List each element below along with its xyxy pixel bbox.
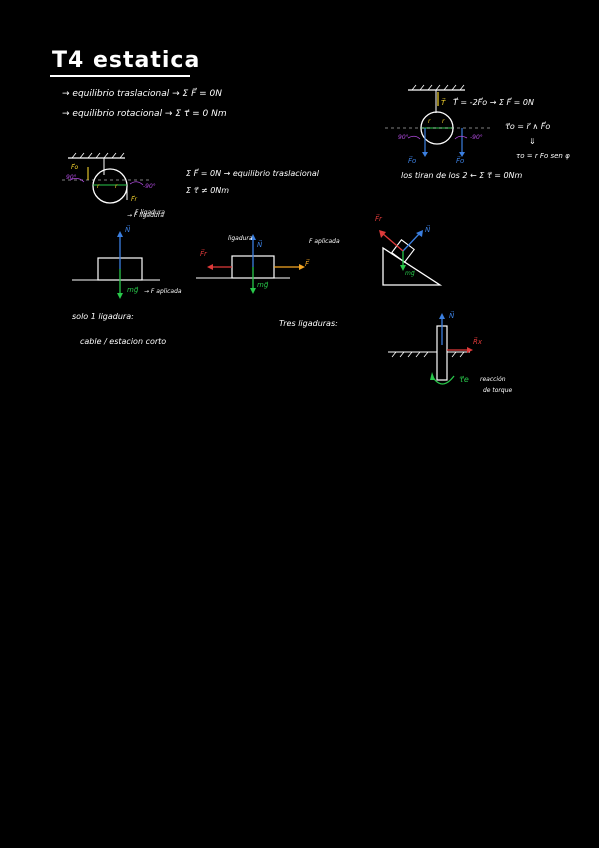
block2-normal: N⃗ [257, 241, 263, 249]
condition-translational: → equilibrio traslacional → Σ F⃗ = 0N [62, 89, 222, 99]
pulley-right-conclusion: los tiran de los 2 ← Σ τ⃗ = 0Nm [401, 171, 523, 180]
wall-rx: R⃗x [473, 338, 483, 346]
pulley-right-torque-mag: τo = r Fo sen φ [516, 152, 570, 160]
page-title: T4 estatica [52, 48, 201, 73]
block2-force: F⃗ [305, 260, 310, 268]
pulley-left-r-left: r [97, 183, 100, 190]
block1-faplicada: → F aplicada [144, 288, 182, 295]
block1-weight: mg⃗ [127, 286, 139, 294]
pulley-right-torque-def: τ⃗o = r⃗ ∧ F⃗o [505, 122, 551, 131]
incline-normal: N⃗ [425, 226, 431, 234]
wall-reaccion: reacción [480, 376, 506, 383]
block2-faplicada: F aplicada [309, 238, 340, 245]
pulley-right-tension-eq: T⃗ = -2F⃗o → Σ F⃗ = 0N [453, 98, 534, 107]
wall-torque: τ⃗e [459, 375, 469, 384]
pulley-right-r-left: r [428, 118, 431, 125]
condition-rotational: → equilibrio rotacional → Σ τ⃗ = 0 Nm [62, 109, 227, 119]
incline-weight: mg⃗ [405, 270, 415, 277]
wall-de-torque: de torque [483, 387, 513, 394]
note-cable: cable / estacion corto [80, 337, 167, 346]
pulley-right-angle-right: -90° [470, 134, 483, 141]
pulley-left-ligadura: F ligadura [135, 209, 165, 216]
note-tres-ligaduras: Tres ligaduras: [279, 319, 338, 328]
pulley-right-fo-right: F⃗o [456, 157, 465, 165]
pulley-left-r-right: r [115, 183, 118, 190]
title-underline [50, 75, 190, 77]
block2-ligadura: ligadura [228, 235, 253, 242]
block2-friction: F⃗r [200, 250, 207, 258]
pulley-left-fr: F⃗r [131, 196, 137, 203]
pulley-left-eq1: Σ F⃗ = 0N → equilibrio traslacional [186, 169, 319, 178]
block1-normal: N⃗ [125, 226, 131, 234]
pulley-right-fo-left: F⃗o [408, 157, 417, 165]
incline-friction: F⃗r [375, 215, 382, 223]
pulley-right-r-right: r [442, 118, 445, 125]
wall-normal: N⃗ [449, 312, 455, 320]
pulley-left-angle-right: -90° [143, 183, 156, 190]
pulley-right-implies: ⇓ [529, 137, 536, 146]
pulley-right-tension-label: T⃗ [441, 99, 446, 107]
block1-ligadura: → F ligadura [127, 212, 164, 219]
pulley-left-eq2: Σ τ⃗ ≠ 0Nm [186, 186, 230, 195]
block2-weight: mg⃗ [257, 281, 269, 289]
note-solo-ligadura: solo 1 ligadura: [72, 312, 134, 321]
pulley-right-angle-left: 90° [398, 134, 409, 141]
pulley-left-angle-left: 90° [66, 174, 77, 181]
pulley-left-fo: F⃗o [71, 164, 79, 171]
